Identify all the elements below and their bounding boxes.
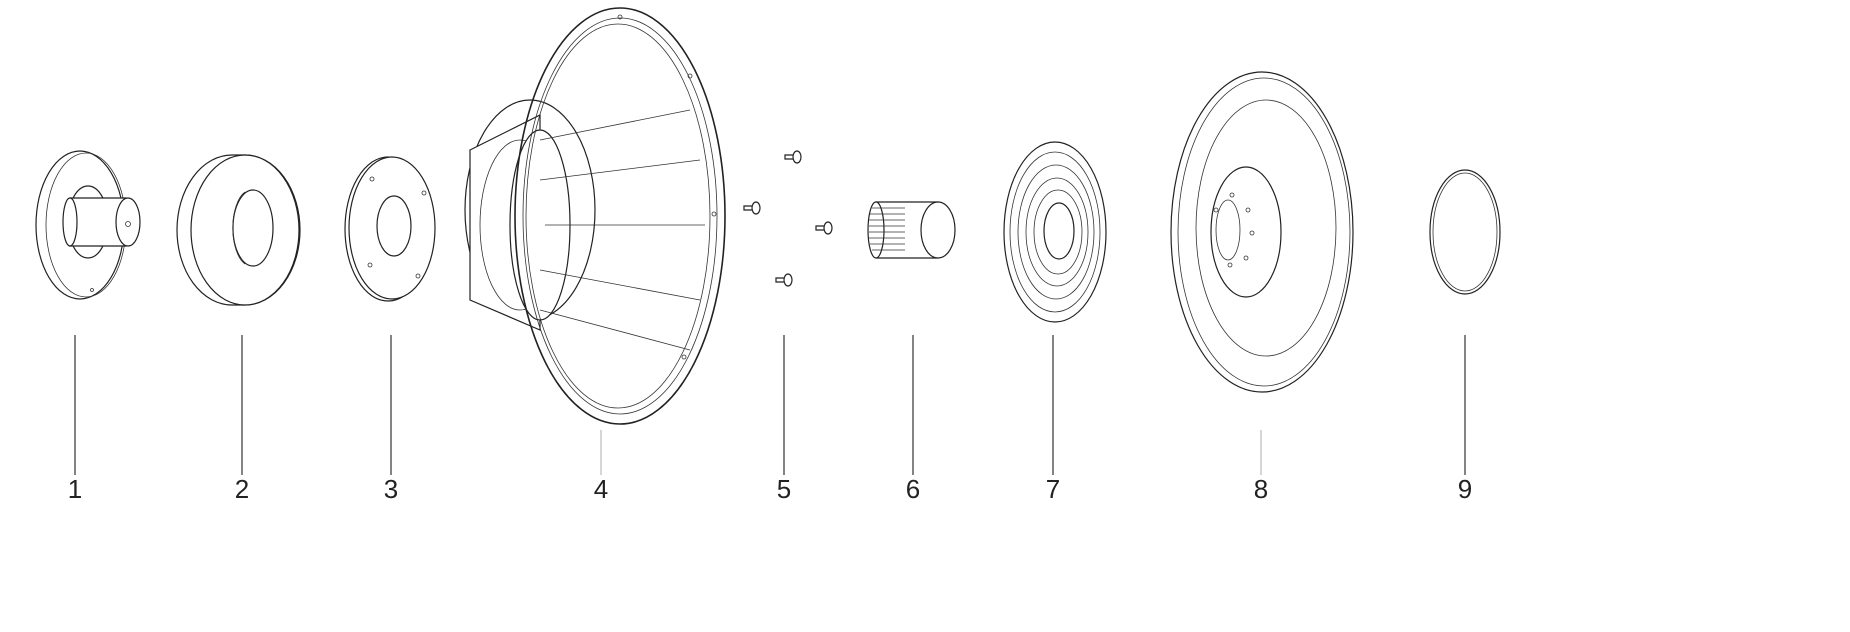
part-number-2: 2 [234, 474, 250, 504]
part-9-gasket [1429, 169, 1501, 295]
part-3-top-plate [344, 156, 436, 302]
part-number-8: 8 [1253, 474, 1269, 504]
part-2-magnet [176, 154, 301, 306]
part-7-spider [1003, 141, 1107, 323]
part-4-basket [464, 7, 726, 425]
part-number-3: 3 [383, 474, 399, 504]
part-6-voice-coil [867, 201, 956, 259]
part-number-6: 6 [905, 474, 921, 504]
part-number-9: 9 [1457, 474, 1473, 504]
part-number-4: 4 [593, 474, 609, 504]
leader-lines [74, 335, 1466, 475]
part-number-7: 7 [1045, 474, 1061, 504]
part-5-screws [743, 150, 833, 287]
part-1-pole-piece [35, 150, 141, 300]
part-number-1: 1 [67, 474, 83, 504]
part-number-5: 5 [776, 474, 792, 504]
part-8-cone [1170, 71, 1354, 393]
